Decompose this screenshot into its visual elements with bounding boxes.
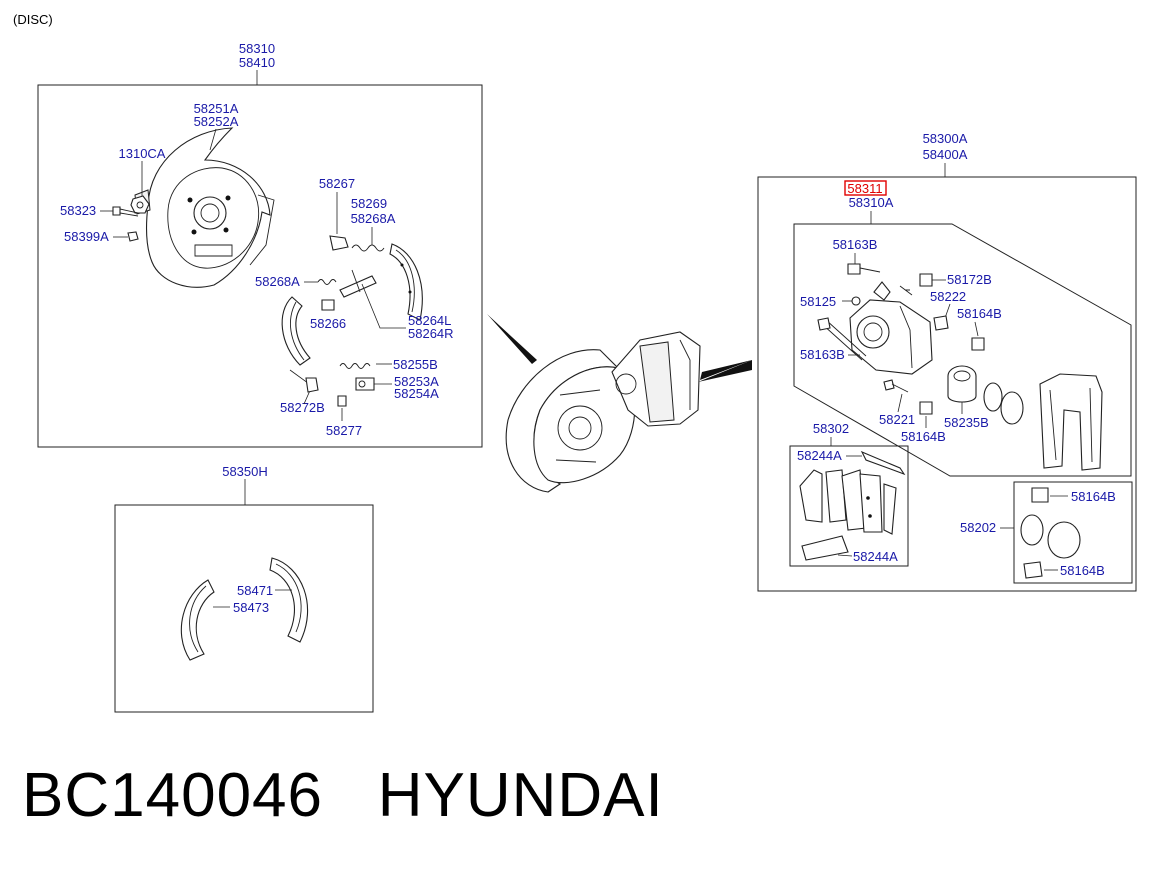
highlight-box-58311	[844, 180, 887, 196]
shoe-assembly-frame	[37, 84, 483, 448]
group-code-58350H[interactable]: 58350H	[222, 464, 268, 479]
part-label-58267[interactable]: 58267	[319, 176, 355, 191]
part-label-58269[interactable]: 58269	[351, 196, 387, 211]
shoe-left-illustration	[281, 296, 311, 366]
footer-part-code: BC140046	[22, 761, 324, 830]
shoe-assembly-group: 58310 58410 58251A 58252A 1310CA 58323	[37, 41, 483, 448]
brake-pads-illustration	[799, 469, 897, 535]
seal-ring-kit-illustration	[1020, 514, 1044, 546]
spring-upper-illustration	[351, 244, 385, 252]
pin-illustration	[321, 299, 335, 311]
group-code-58300A[interactable]: 58300A	[923, 131, 968, 146]
part-label-58164B-lower[interactable]: 58164B	[901, 429, 946, 444]
guide-pin-illustration	[883, 379, 909, 393]
part-label-58473[interactable]: 58473	[233, 600, 269, 615]
part-label-58255B[interactable]: 58255B	[393, 357, 438, 372]
bleeder-screw-illustration	[919, 273, 933, 287]
retainer-illustration	[305, 377, 319, 393]
caliper-body-illustration	[849, 281, 949, 375]
part-label-58253A[interactable]: 58253A	[394, 374, 439, 389]
shim-lower-illustration	[801, 535, 849, 561]
pad-kit-frame	[789, 445, 909, 567]
part-label-58163B-upper[interactable]: 58163B	[833, 237, 878, 252]
adjuster-illustration	[355, 377, 375, 391]
part-label-58277[interactable]: 58277	[326, 423, 362, 438]
caliper-assembly-frame	[757, 176, 1137, 592]
piston-seal-illustration	[983, 382, 1003, 412]
dust-boot-kit-illustration	[1047, 521, 1081, 559]
lever-illustration	[329, 235, 349, 251]
part-label-58254A[interactable]: 58254A	[394, 386, 439, 401]
parking-shoe-frame	[114, 504, 374, 713]
cup-illustration	[337, 395, 347, 407]
dust-boot-illustration	[1000, 391, 1024, 425]
part-label-58244A-lower[interactable]: 58244A	[853, 549, 898, 564]
parking-shoe-group: 58350H 58471 58473	[114, 464, 374, 713]
part-label-58164B-kit-upper[interactable]: 58164B	[1071, 489, 1116, 504]
group-code-58202[interactable]: 58202	[960, 520, 996, 535]
clip-illustration	[127, 231, 139, 242]
piston-illustration	[947, 365, 977, 403]
bolt-illustration	[112, 206, 139, 217]
part-label-58221[interactable]: 58221	[879, 412, 915, 427]
part-label-58244A-upper[interactable]: 58244A	[797, 448, 842, 463]
shoe-right-illustration	[389, 243, 423, 321]
caliper-sub-frame	[793, 223, 1132, 477]
bracket-pin-illustration	[899, 285, 913, 296]
spring-lower-illustration	[339, 363, 371, 369]
part-label-1310CA[interactable]: 1310CA	[119, 146, 166, 161]
parking-shoe-right-illustration	[269, 557, 309, 643]
part-label-58471[interactable]: 58471	[237, 583, 273, 598]
footer-brand: HYUNDAI	[377, 761, 664, 830]
seal-kit-frame	[1013, 481, 1133, 584]
part-label-58222[interactable]: 58222	[930, 289, 966, 304]
part-label-58164B-kit-lower[interactable]: 58164B	[1060, 563, 1105, 578]
boot-lower-illustration	[919, 401, 933, 415]
parking-shoe-left-illustration	[180, 579, 215, 661]
group-code-58410[interactable]: 58410	[239, 55, 275, 70]
carrier-bracket-illustration	[1039, 373, 1103, 471]
part-label-58272B[interactable]: 58272B	[280, 400, 325, 415]
assembled-brake-illustration	[487, 314, 752, 493]
group-code-58310[interactable]: 58310	[239, 41, 275, 56]
backing-plate-illustration	[134, 127, 275, 288]
diagram-title: (DISC)	[13, 12, 53, 27]
part-label-58252A[interactable]: 58252A	[194, 114, 239, 129]
highlighted-part-58311[interactable]: 58311	[847, 181, 882, 196]
group-code-58302[interactable]: 58302	[813, 421, 849, 436]
part-label-58323[interactable]: 58323	[60, 203, 96, 218]
part-label-58264R[interactable]: 58264R	[408, 326, 454, 341]
part-label-58235B[interactable]: 58235B	[944, 415, 989, 430]
nut-illustration	[130, 195, 150, 214]
part-label-58268A-upper[interactable]: 58268A	[351, 211, 396, 226]
part-label-58125[interactable]: 58125	[800, 294, 836, 309]
group-code-58310A[interactable]: 58310A	[849, 195, 894, 210]
part-label-58164B-upper[interactable]: 58164B	[957, 306, 1002, 321]
part-label-58251A[interactable]: 58251A	[194, 101, 239, 116]
guide-bolt-upper-illustration	[847, 263, 881, 275]
part-label-58264L[interactable]: 58264L	[408, 313, 451, 328]
shim-upper-illustration	[860, 450, 906, 476]
group-code-58400A[interactable]: 58400A	[923, 147, 968, 162]
part-label-58266[interactable]: 58266	[310, 316, 346, 331]
boot-kit-upper-illustration	[1031, 487, 1049, 503]
boot-upper-illustration	[971, 337, 985, 351]
footer-caption: BC140046 HYUNDAI	[22, 760, 664, 831]
spring-mid-illustration	[317, 279, 337, 285]
caliper-assembly-group: 58300A 58400A 58311 58310A 58163B 58172B…	[757, 131, 1137, 592]
part-label-58399A[interactable]: 58399A	[64, 229, 109, 244]
strut-illustration	[339, 269, 377, 298]
part-label-58268A-lower[interactable]: 58268A	[255, 274, 300, 289]
guide-bolt-lower-illustration	[821, 319, 867, 361]
part-label-58172B[interactable]: 58172B	[947, 272, 992, 287]
cap-illustration	[851, 296, 861, 306]
boot-kit-lower-illustration	[1023, 561, 1043, 579]
part-label-58163B-lower[interactable]: 58163B	[800, 347, 845, 362]
